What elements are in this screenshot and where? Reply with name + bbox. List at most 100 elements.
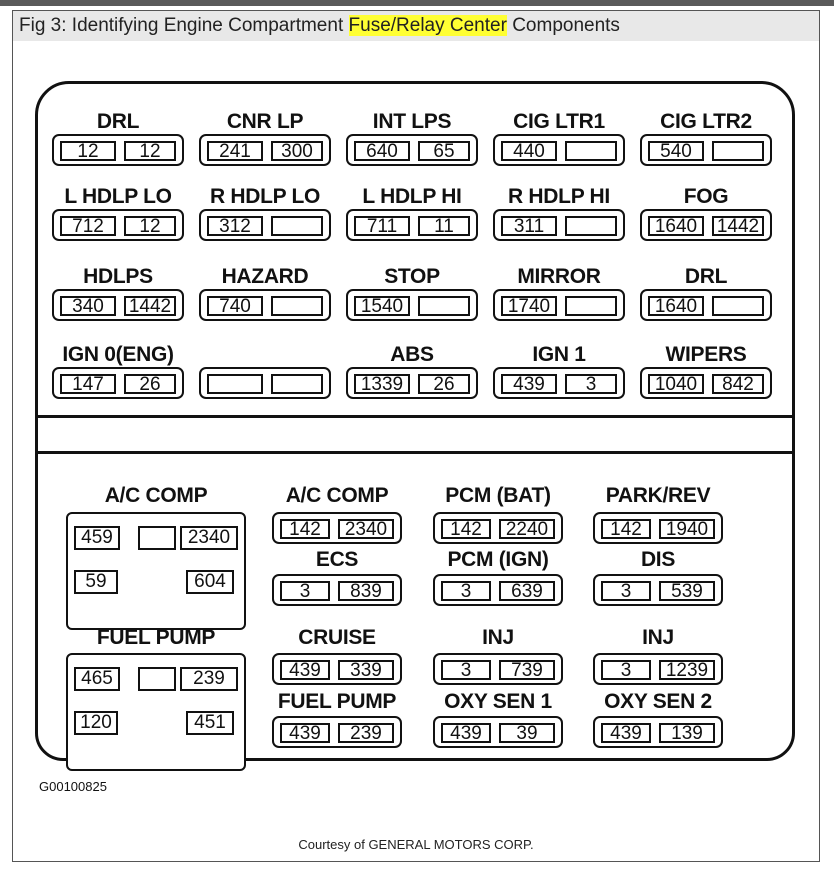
fuse-value-right (271, 216, 323, 236)
fuse-label: DRL (96, 110, 140, 133)
fuse-label: A/C COMP (285, 484, 389, 507)
fuse-value-left: 3 (441, 660, 491, 680)
fuse-slot: 1339 26 (346, 367, 478, 399)
fuse-slot: 3 739 (433, 653, 563, 685)
fuse-slot: 439 239 (272, 716, 402, 748)
fuse-slot: 711 11 (346, 209, 478, 241)
fuse-slot: 740 (199, 289, 331, 321)
fuse-label: STOP (384, 265, 440, 288)
fuse-value-left: 439 (601, 723, 651, 743)
fuse-value-left: 712 (60, 216, 116, 236)
fuse-value-left: 142 (280, 519, 330, 539)
fuse-label: IGN 0(ENG) (62, 343, 174, 366)
relay-label: FUEL PUMP (96, 626, 216, 649)
fuse-label: FOG (683, 185, 729, 208)
diagram-code: G00100825 (39, 779, 107, 794)
fuse-label: DIS (640, 548, 676, 571)
fuse-label: PCM (IGN) (447, 548, 549, 571)
fuse-value-right: 739 (499, 660, 555, 680)
title-prefix: Fig 3: Identifying Engine Compartment (19, 15, 349, 36)
fuse-value-left: 1339 (354, 374, 410, 394)
fuse-label: CNR LP (226, 110, 304, 133)
fuse-value-left: 711 (354, 216, 410, 236)
relay-terminal: 239 (180, 667, 238, 691)
fuse-label: CIG LTR2 (660, 110, 752, 133)
fuse-label: CIG LTR1 (513, 110, 605, 133)
fuse-value-right (565, 141, 617, 161)
fuse-slot (199, 367, 331, 399)
relay-terminal (138, 667, 176, 691)
fuse-value-left (207, 374, 263, 394)
fuse-slot: 312 (199, 209, 331, 241)
fuse-value-left: 12 (60, 141, 116, 161)
fuse-value-right: 139 (659, 723, 715, 743)
fuse-value-right: 300 (271, 141, 323, 161)
fuse-value-right (712, 296, 764, 316)
fuse-slot: 147 26 (52, 367, 184, 399)
fuse-value-right: 1940 (659, 519, 715, 539)
fuse-slot: 3 839 (272, 574, 402, 606)
fuse-value-left: 439 (501, 374, 557, 394)
fuse-value-right: 3 (565, 374, 617, 394)
relay-terminal: 465 (74, 667, 120, 691)
relay-terminal: 2340 (180, 526, 238, 550)
fuse-value-right: 639 (499, 581, 555, 601)
fuse-value-left: 440 (501, 141, 557, 161)
fuse-value-left: 540 (648, 141, 704, 161)
fuse-slot: 1640 (640, 289, 772, 321)
fuse-value-left: 311 (501, 216, 557, 236)
fuse-value-right: 539 (659, 581, 715, 601)
fuse-value-right: 1239 (659, 660, 715, 680)
fuse-label: PCM (BAT) (445, 484, 551, 507)
figure-frame: Fig 3: Identifying Engine Compartment Fu… (12, 10, 820, 862)
fuse-value-right: 842 (712, 374, 764, 394)
fuse-value-left: 241 (207, 141, 263, 161)
relay-terminal: 120 (74, 711, 118, 735)
fuse-value-left: 439 (280, 723, 330, 743)
fuse-label: HDLPS (83, 265, 153, 288)
fuse-value-right (418, 296, 470, 316)
fuse-label: DRL (684, 265, 728, 288)
title-suffix: Components (506, 15, 620, 36)
fuse-label: INJ (482, 626, 514, 649)
fuse-value-right: 239 (338, 723, 394, 743)
fuse-value-right: 1442 (712, 216, 764, 236)
fuse-value-right: 26 (418, 374, 470, 394)
fuse-label: INJ (642, 626, 674, 649)
panel-divider-1 (38, 415, 792, 418)
fuse-label: INT LPS (372, 110, 452, 133)
fuse-value-left: 3 (601, 581, 651, 601)
fuse-value-right: 11 (418, 216, 470, 236)
relay-terminal: 59 (74, 570, 118, 594)
fuse-value-right: 839 (338, 581, 394, 601)
fuse-label: L HDLP HI (362, 185, 462, 208)
relay-terminal (138, 526, 176, 550)
fuse-label: OXY SEN 1 (444, 690, 552, 713)
fuse-value-left: 3 (280, 581, 330, 601)
fuse-value-left: 1540 (354, 296, 410, 316)
fuse-label: ECS (315, 548, 359, 571)
fuse-slot: 439 3 (493, 367, 625, 399)
fuse-slot: 241 300 (199, 134, 331, 166)
fuse-value-left: 740 (207, 296, 263, 316)
fuse-label: ABS (390, 343, 434, 366)
credit-line: Courtesy of GENERAL MOTORS CORP. (298, 837, 534, 852)
fuse-value-right: 26 (124, 374, 176, 394)
fuse-slot: 439 139 (593, 716, 723, 748)
fuse-label: OXY SEN 2 (604, 690, 712, 713)
fuse-label: IGN 1 (532, 343, 586, 366)
fuse-label: WIPERS (665, 343, 747, 366)
fuse-value-left: 147 (60, 374, 116, 394)
fuse-value-right: 2240 (499, 519, 555, 539)
top-bar (0, 0, 834, 6)
